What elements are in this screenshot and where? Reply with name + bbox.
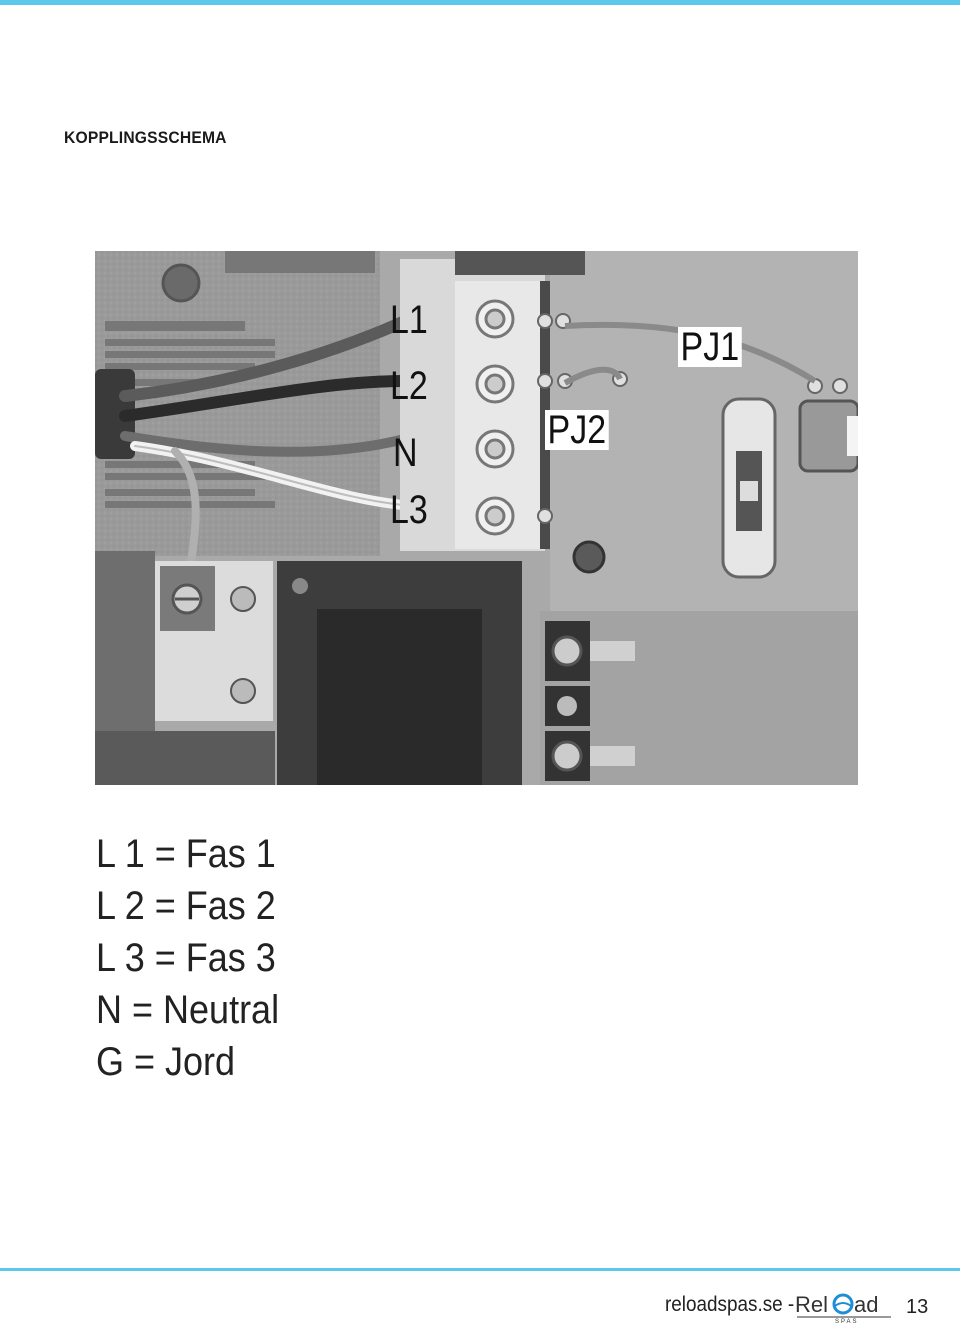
terminal-label-l3: L3 (390, 488, 428, 532)
bottom-accent-rule (0, 1268, 960, 1271)
connector-label-pj2: PJ2 (545, 410, 609, 450)
knob (161, 263, 201, 303)
warning-label (105, 321, 275, 508)
svg-text:SPAS: SPAS (835, 1319, 859, 1324)
terminal-label-l1: L1 (390, 298, 428, 342)
terminal-label-l2: L2 (390, 364, 428, 408)
svg-text:ad: ad (854, 1292, 878, 1317)
power-wires (119, 315, 420, 575)
legend-item-l1: L 1 = Fas 1 (96, 832, 276, 876)
reload-spas-logo: Rel ad SPAS (795, 1292, 891, 1324)
connector-label-pj1: PJ1 (678, 327, 742, 367)
legend-item-l2: L 2 = Fas 2 (96, 884, 276, 928)
legend-item-l3: L 3 = Fas 3 (96, 936, 276, 980)
wiring-legend: L 1 = Fas 1 L 2 = Fas 2 L 3 = Fas 3 N = … (96, 828, 279, 1088)
page-number: 13 (906, 1296, 929, 1318)
terminal-label-n: N (393, 431, 418, 475)
bottom-terminals (545, 621, 635, 781)
footer-website: reloadspas.se - (665, 1293, 795, 1316)
legend-item-neutral: N = Neutral (96, 988, 280, 1032)
section-title: KOPPLINGSSCHEMA (64, 128, 227, 147)
top-accent-rule (0, 0, 960, 5)
wiring-photo (95, 251, 858, 785)
relay (798, 399, 858, 473)
legend-item-ground: G = Jord (96, 1040, 236, 1084)
svg-text:Rel: Rel (795, 1292, 828, 1317)
terminal-screws (475, 299, 515, 536)
